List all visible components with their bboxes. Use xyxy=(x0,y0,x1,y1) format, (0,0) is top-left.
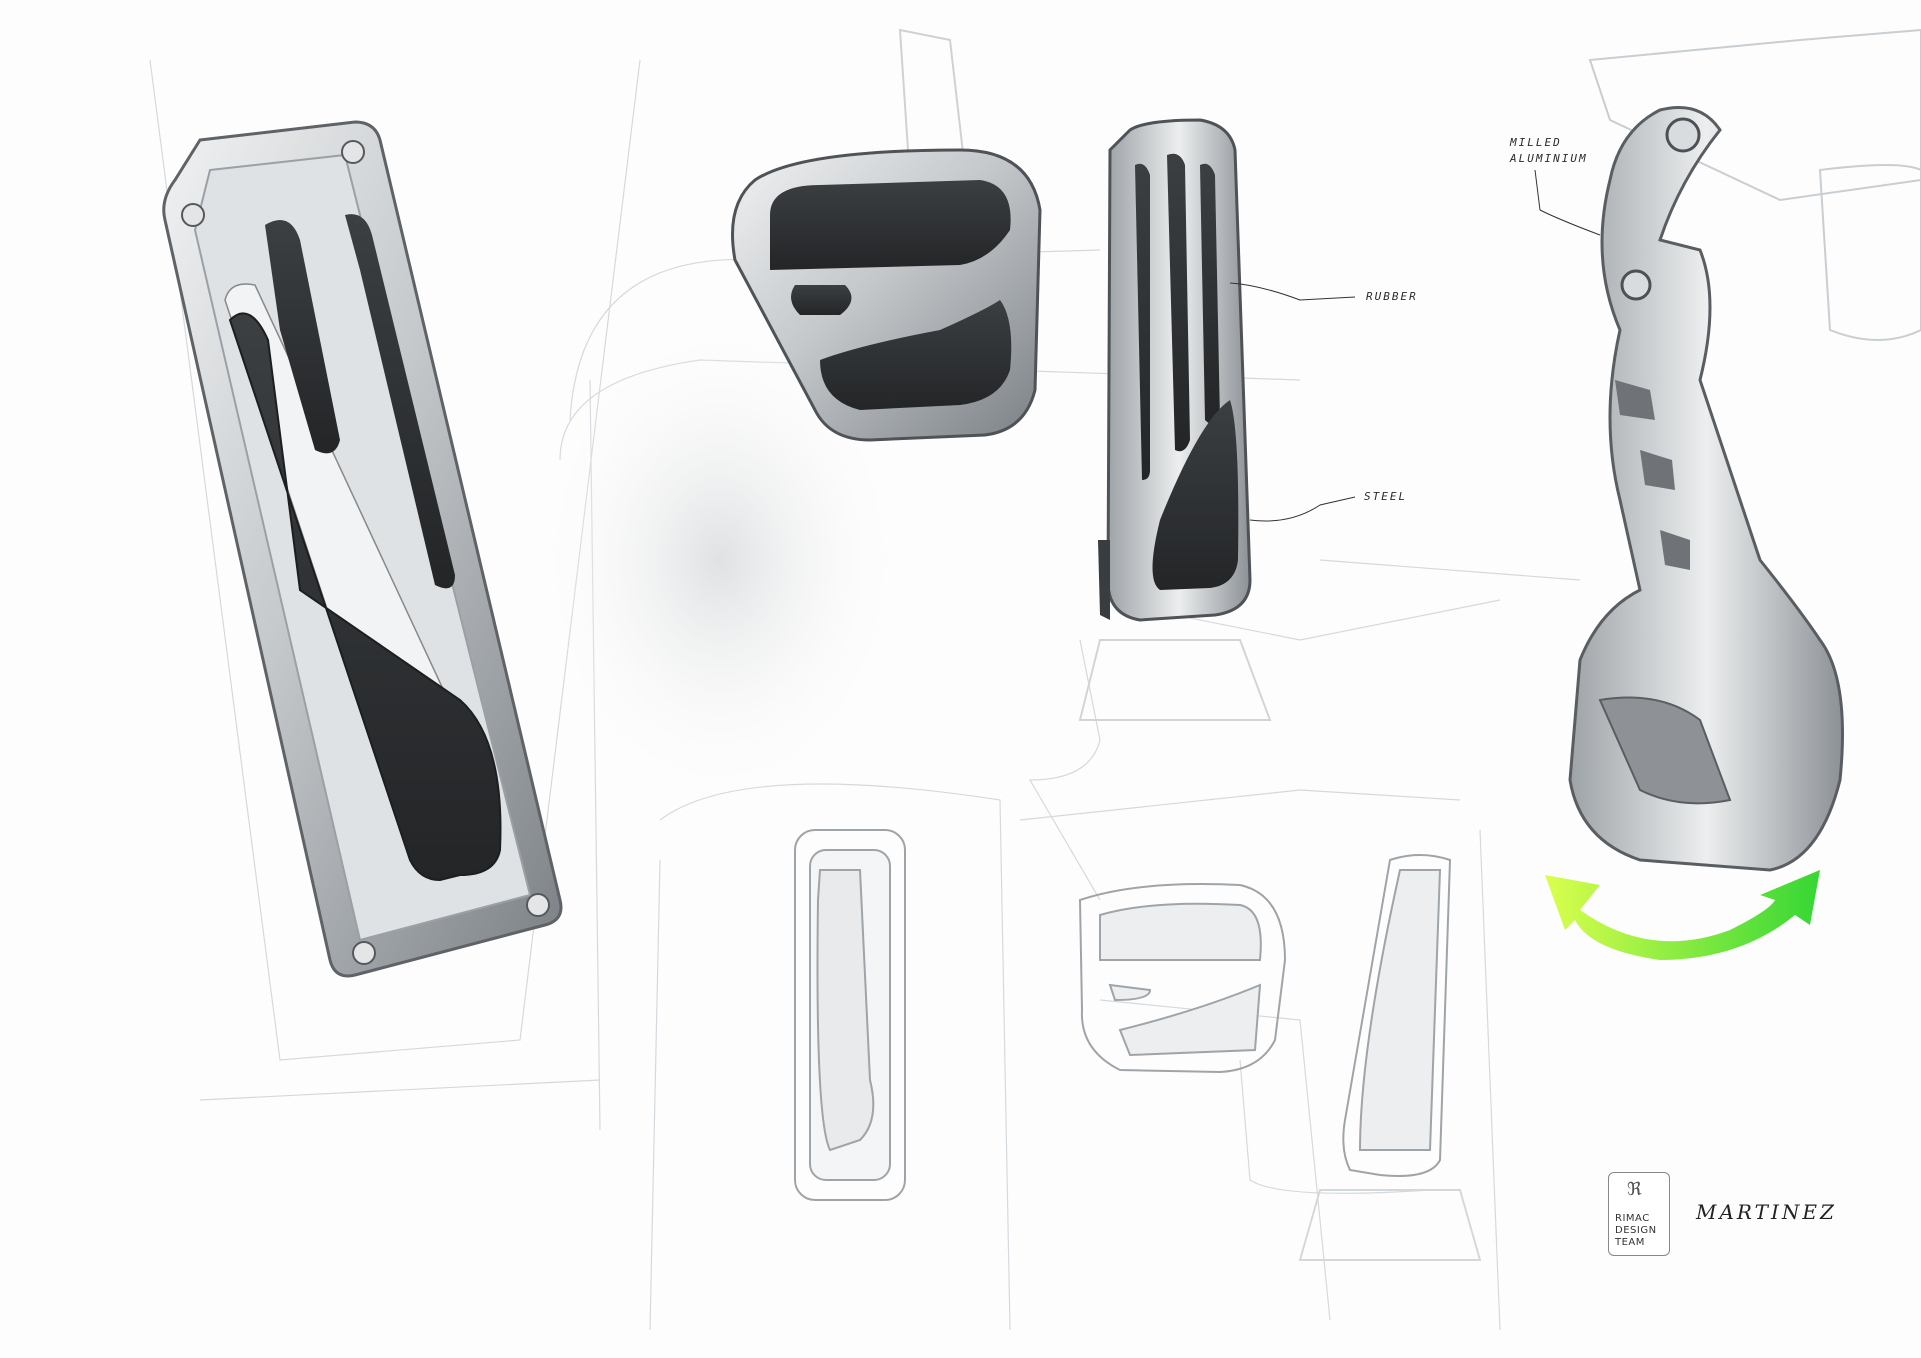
rotation-arrow-icon xyxy=(1545,870,1820,960)
background-sketch-lines xyxy=(149,59,1581,1331)
bolt-icon xyxy=(526,893,550,917)
bolt-icon xyxy=(352,941,376,965)
brand-line-2: DESIGN xyxy=(1615,1225,1657,1236)
brand-line-1: RIMAC xyxy=(1615,1213,1650,1224)
label-milled: MILLED xyxy=(1510,136,1562,149)
designer-signature: MARTINEZ xyxy=(1696,1200,1837,1224)
label-aluminium: ALUMINIUM xyxy=(1510,152,1588,165)
pedal-outline-sketches xyxy=(794,829,1482,1261)
bolt-icon xyxy=(181,203,205,227)
accelerator-pedal-rendered xyxy=(1078,118,1272,721)
label-rubber: RUBBER xyxy=(1366,290,1418,303)
rimac-design-team-badge: ℜ RIMAC DESIGN TEAM xyxy=(1608,1172,1670,1256)
rimac-r-icon: ℜ xyxy=(1627,1179,1642,1200)
cast-shadow xyxy=(530,310,910,810)
accelerator-pedal-plate-large xyxy=(162,120,563,978)
brake-pedal-rendered xyxy=(731,28,1042,442)
label-steel: STEEL xyxy=(1364,490,1408,503)
brand-line-3: TEAM xyxy=(1615,1237,1645,1248)
bolt-icon xyxy=(341,140,365,164)
brake-pedal-arm-milled-aluminium xyxy=(1568,28,1921,872)
